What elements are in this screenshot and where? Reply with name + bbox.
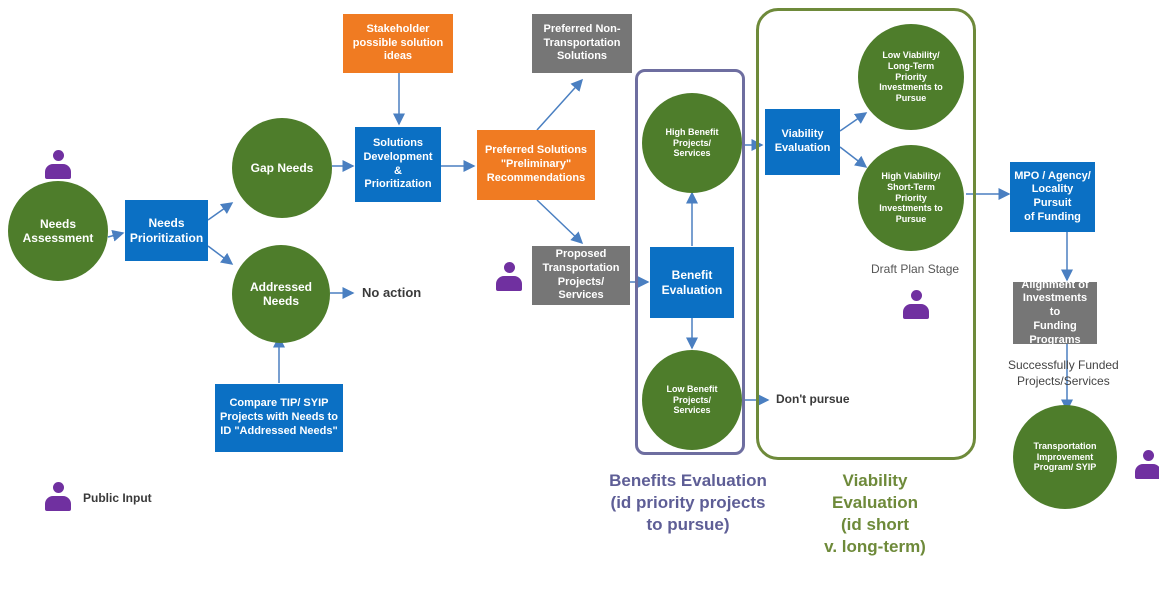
proposed-transportation-node: Proposed Transportation Projects/ Servic… [532, 246, 630, 305]
draft-plan-stage-label: Draft Plan Stage [871, 262, 960, 276]
successfully-funded-label: Successfully Funded Projects/Services [1008, 358, 1119, 388]
viability-evaluation-caption: Viability Evaluation (id short v. long-t… [824, 471, 926, 557]
preferred-non-transportation-node: Preferred Non- Transportation Solutions [532, 14, 632, 73]
viability-evaluation-node: Viability Evaluation [765, 109, 840, 175]
proposed-person-icon [496, 262, 522, 292]
arrow-needs-to-prioritization [107, 229, 125, 242]
addressed-needs-node: Addressed Needs [232, 245, 330, 343]
arrow-preferred-to-nontransport [536, 78, 584, 131]
arrow-viability-to-high [839, 146, 868, 168]
arrow-viability-to-low [839, 112, 868, 132]
tip-syip-node: Transportation Improvement Program/ SYIP [1013, 405, 1117, 509]
benefit-evaluation-node: Benefit Evaluation [650, 247, 734, 318]
legend-label: Public Input [83, 491, 152, 505]
legend-person-icon [45, 482, 71, 512]
stakeholder-node: Stakeholder possible solution ideas [343, 14, 453, 73]
public-input-person-icon [45, 150, 71, 180]
no-action-label: No action [362, 285, 422, 300]
benefits-evaluation-frame [635, 69, 745, 455]
benefits-evaluation-caption: Benefits Evaluation (id priority project… [609, 471, 767, 535]
draft-plan-person-icon [903, 290, 929, 320]
arrow-preferred-to-proposed [536, 199, 584, 245]
needs-prioritization-node: Needs Prioritization [125, 200, 208, 261]
mpo-agency-node: MPO / Agency/ Locality Pursuit of Fundin… [1010, 162, 1095, 232]
needs-assessment-node: Needs Assessment [8, 181, 108, 281]
tip-person-icon [1135, 450, 1159, 480]
preferred-solutions-node: Preferred Solutions "Preliminary" Recomm… [477, 130, 595, 200]
high-benefit-node: High Benefit Projects/ Services [642, 93, 742, 193]
arrow-prioritization-to-addressed [207, 245, 234, 265]
low-benefit-node: Low Benefit Projects/ Services [642, 350, 742, 450]
dont-pursue-label: Don't pursue [776, 392, 850, 406]
arrow-prioritization-to-gap [207, 202, 234, 221]
low-viability-node: Low Viability/ Long-Term Priority Invest… [858, 24, 964, 130]
viability-evaluation-frame [756, 8, 976, 460]
high-viability-node: High Viability/ Short-Term Priority Inve… [858, 145, 964, 251]
alignment-node: Alignment of Investments to Funding Prog… [1013, 279, 1097, 346]
solutions-development-node: Solutions Development & Prioritization [355, 127, 441, 202]
compare-tip-node: Compare TIP/ SYIP Projects with Needs to… [215, 384, 343, 452]
gap-needs-node: Gap Needs [232, 118, 332, 218]
